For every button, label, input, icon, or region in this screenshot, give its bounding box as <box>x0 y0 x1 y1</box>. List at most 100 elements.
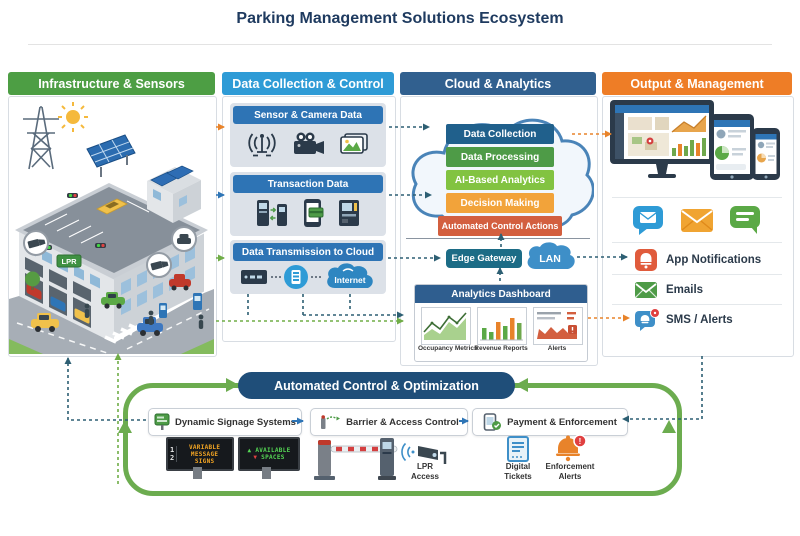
down-arrow-icon: ▼ <box>253 454 258 461</box>
video-camera-icon <box>294 132 324 154</box>
tablet-icon <box>710 114 754 180</box>
street <box>9 289 214 354</box>
barrier-access-box: Barrier & Access Control <box>310 408 468 436</box>
atm-icon <box>339 200 359 226</box>
gateway-divider <box>406 238 590 239</box>
sign-number: 1 <box>170 446 175 454</box>
parking-building <box>15 165 208 344</box>
payment-enforcement-box: Payment & Enforcement <box>472 408 628 436</box>
available-spaces-sign: ▲ AVAILABLE ▼ SPACES <box>238 437 300 471</box>
edge-gateway: Edge Gateway <box>446 249 522 268</box>
sign-pole <box>262 467 271 479</box>
stack-ai-analytics: AI-Based Analytics <box>446 170 554 190</box>
camera-callout-icon <box>23 230 49 256</box>
stack-control-actions: Automated Control Actions <box>438 216 562 236</box>
transmission-box: Data Transmission to Cloud Internet <box>230 240 386 294</box>
app-notification-icon <box>635 249 657 271</box>
stack-data-collection: Data Collection <box>446 124 554 144</box>
car-icon <box>169 274 191 291</box>
payment-kiosks-icon <box>257 200 287 226</box>
loop-arrow-up-icon <box>118 420 132 433</box>
sms-alert-icon <box>635 308 660 331</box>
sun-icon <box>58 102 88 132</box>
svg-text:LPR: LPR <box>62 257 78 266</box>
payment-check-icon <box>483 413 502 431</box>
payment-enforcement-label: Payment & Enforcement <box>507 416 617 428</box>
dynamic-signage-box: Dynamic Signage Systems <box>148 408 302 436</box>
router-icon <box>241 269 267 284</box>
output-divider <box>612 242 782 243</box>
loop-arrow-right-icon <box>226 378 239 392</box>
envelope-icon <box>681 209 713 232</box>
ticket-kiosk-icon <box>378 438 396 480</box>
sign-number: 2 <box>170 454 175 462</box>
lpr-camera-icon <box>401 442 447 464</box>
parking-kiosk-icon <box>193 293 202 310</box>
solar-panel-icon <box>86 134 136 177</box>
chat-lines-icon <box>730 206 760 234</box>
sign-pole <box>193 467 202 479</box>
car-icon <box>96 198 128 215</box>
output-divider <box>612 197 782 198</box>
stack-decision-making: Decision Making <box>446 193 554 213</box>
infrastructure-header: Infrastructure & Sensors <box>8 72 215 95</box>
svg-text:Internet: Internet <box>334 275 365 285</box>
transmission-box-title: Data Transmission to Cloud <box>233 243 383 261</box>
alerts-chart <box>533 307 583 345</box>
lan-cloud-icon: LAN <box>527 242 575 269</box>
output-item-label: App Notifications <box>666 254 762 266</box>
revenue-chart <box>477 307 527 345</box>
lpr-badge: LPR <box>56 254 82 268</box>
pedestrian-icon <box>84 303 204 329</box>
signage-icon <box>154 413 170 430</box>
cloud-header: Cloud & Analytics <box>400 72 596 95</box>
sensor-camera-box: Sensor & Camera Data <box>230 103 386 167</box>
chat-envelope-icon <box>633 206 663 235</box>
car-icon <box>101 292 125 309</box>
alerts-chart-label: Alerts <box>547 345 567 352</box>
taxi-icon <box>31 313 59 332</box>
digital-tickets-icon <box>507 436 529 462</box>
output-header: Output & Management <box>602 72 792 95</box>
item-separator <box>612 304 782 305</box>
tree-icon <box>25 271 40 290</box>
enforcement-bell-icon: ! <box>556 434 587 462</box>
smartphone-icon <box>752 128 780 180</box>
transaction-box: Transaction Data <box>230 172 386 236</box>
power-pylon-icon <box>23 106 59 170</box>
item-separator <box>612 274 782 275</box>
barrier-icon <box>321 415 341 429</box>
output-item-emails: Emails <box>612 276 788 304</box>
svg-text:!: ! <box>579 437 582 446</box>
internet-cloud-icon: Internet <box>327 262 373 288</box>
data-collection-header: Data Collection & Control <box>222 72 394 95</box>
sign-line: MESSAGE <box>190 450 219 458</box>
camera-callout-icon <box>146 252 172 278</box>
infrastructure-panel: LPR <box>8 96 217 357</box>
up-arrow-icon: ▲ <box>247 447 252 454</box>
revenue-chart-label: Revenue Reports <box>474 345 528 352</box>
mobile-payment-icon <box>304 199 324 227</box>
automated-control-pill: Automated Control & Optimization <box>238 372 515 399</box>
sign-line: AVAILABLE <box>255 447 291 454</box>
analytics-dashboard: Analytics Dashboard <box>414 284 588 362</box>
occupancy-chart <box>421 307 471 345</box>
occupancy-chart-label: Occupancy Metrics <box>418 345 478 352</box>
car-callout-icon <box>171 226 197 252</box>
loop-arrow-up-icon <box>662 420 676 433</box>
output-item-sms-alerts: SMS / Alerts <box>612 306 788 334</box>
svg-text:LAN: LAN <box>539 253 561 265</box>
analytics-dashboard-title: Analytics Dashboard <box>415 285 587 303</box>
server-icon <box>284 264 308 289</box>
sign-line: VARIABLE <box>188 443 221 451</box>
title-divider <box>28 44 772 45</box>
output-item-label: Emails <box>666 284 704 296</box>
dynamic-signage-label: Dynamic Signage Systems <box>175 416 296 428</box>
transaction-box-title: Transaction Data <box>233 175 383 193</box>
loop-arrow-left-icon <box>515 378 528 392</box>
stack-data-processing: Data Processing <box>446 147 554 167</box>
